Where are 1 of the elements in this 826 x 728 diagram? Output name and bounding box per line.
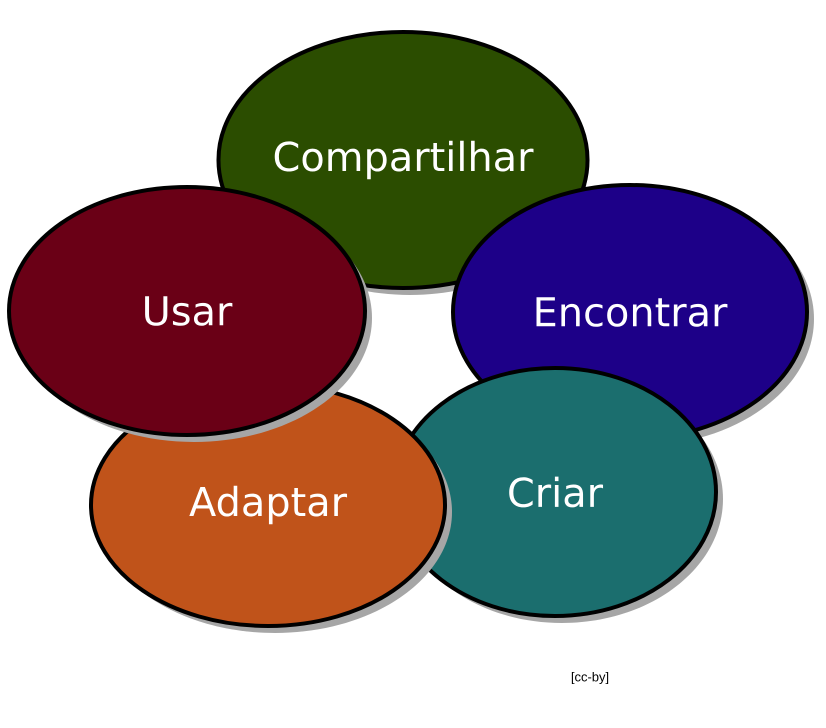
credit-text: [cc-by] xyxy=(572,672,608,684)
